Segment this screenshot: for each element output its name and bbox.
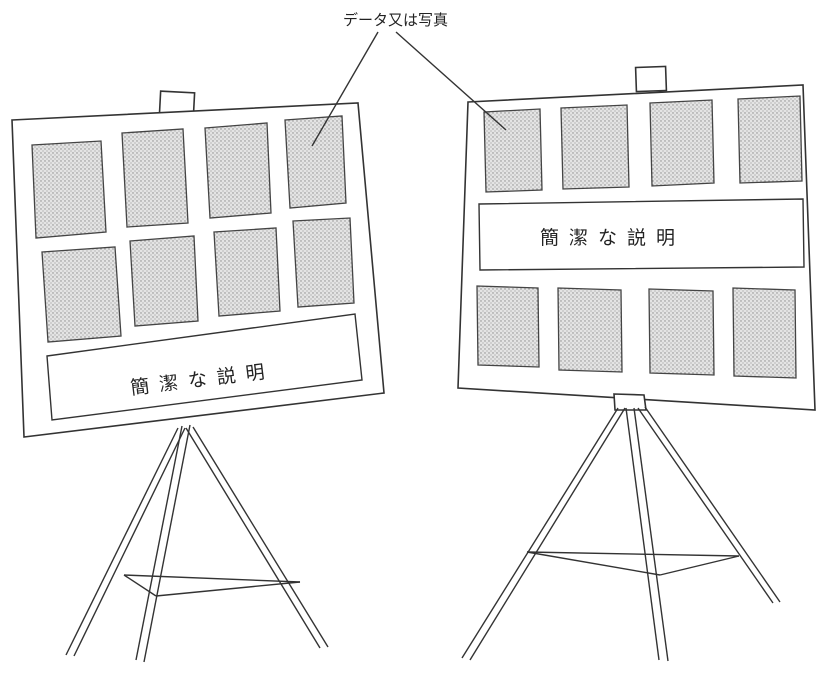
left-photo — [41, 246, 122, 343]
left-photo — [284, 115, 347, 209]
left-easel: 簡潔な説明 — [11, 90, 385, 663]
right-easel-joint — [613, 393, 647, 411]
right-caption: 簡潔な説明 — [540, 227, 685, 249]
left-photo — [213, 227, 281, 317]
left-easel-legs — [65, 424, 329, 663]
right-photo — [560, 104, 630, 190]
left-photo — [129, 235, 199, 327]
callout-label: データ又は写真 — [343, 11, 448, 29]
left-photo — [121, 128, 189, 228]
left-photo — [292, 217, 355, 308]
right-photo — [648, 288, 715, 376]
left-photo-grid — [31, 115, 355, 343]
left-photo — [204, 122, 272, 219]
right-photo — [557, 287, 623, 373]
right-photo — [732, 287, 797, 379]
left-caption-box — [46, 313, 363, 421]
right-photo — [476, 285, 540, 368]
right-photo-grid — [476, 95, 803, 379]
callout-leader-right — [395, 31, 507, 131]
right-easel-legs — [461, 406, 781, 662]
right-photo — [483, 108, 543, 193]
right-easel-peg — [634, 65, 668, 93]
left-photo — [31, 140, 107, 239]
callout-leader-left — [311, 31, 379, 147]
right-photo — [649, 99, 715, 187]
right-photo — [737, 95, 803, 184]
right-easel: 簡潔な説明 — [457, 65, 816, 662]
right-caption-box — [478, 198, 805, 271]
data-or-photo-callout: データ又は写真 — [311, 11, 507, 147]
